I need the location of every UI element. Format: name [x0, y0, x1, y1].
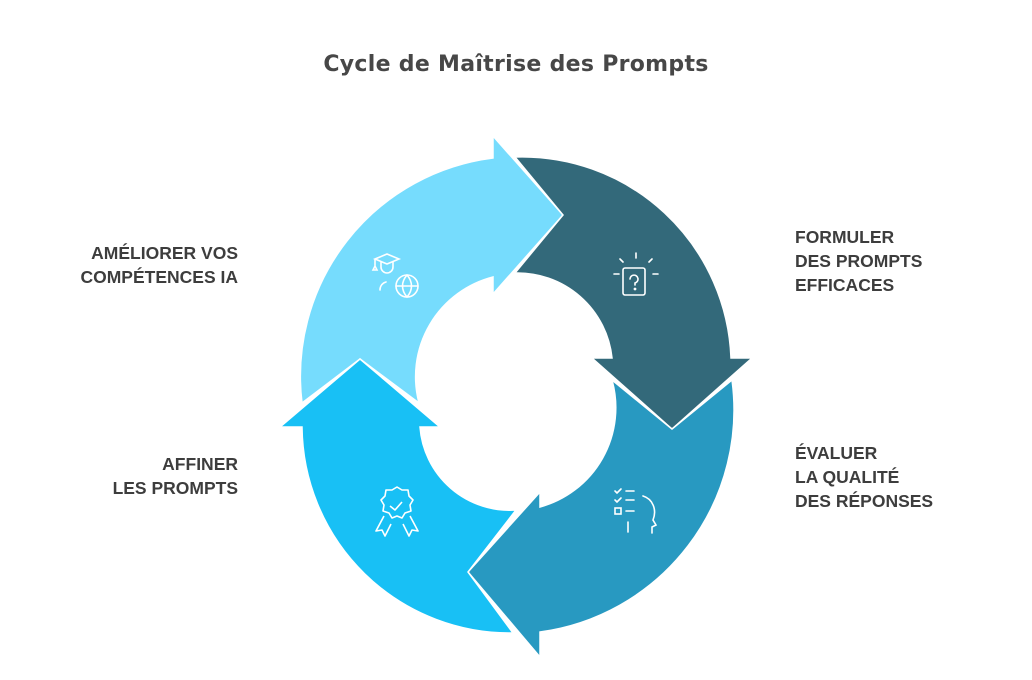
step-label-formulate: FORMULER DES PROMPTS EFFICACES — [795, 227, 923, 295]
arrow-evaluate — [467, 377, 735, 660]
step-label-refine: AFFINER LES PROMPTS — [112, 454, 238, 498]
step-label-improve: AMÉLIORER VOS COMPÉTENCES IA — [80, 243, 238, 287]
step-label-evaluate: ÉVALUER LA QUALITÉ DES RÉPONSES — [795, 443, 934, 511]
diagram-title: Cycle de Maîtrise des Prompts — [323, 52, 709, 77]
checklist-head-icon — [614, 488, 658, 534]
arrow-improve — [299, 134, 565, 405]
graduate-globe-icon — [371, 253, 419, 299]
arrow-refine — [277, 358, 518, 634]
arrow-formulate — [513, 156, 754, 431]
award-badge-icon — [375, 486, 419, 537]
question-box-icon — [613, 252, 659, 296]
